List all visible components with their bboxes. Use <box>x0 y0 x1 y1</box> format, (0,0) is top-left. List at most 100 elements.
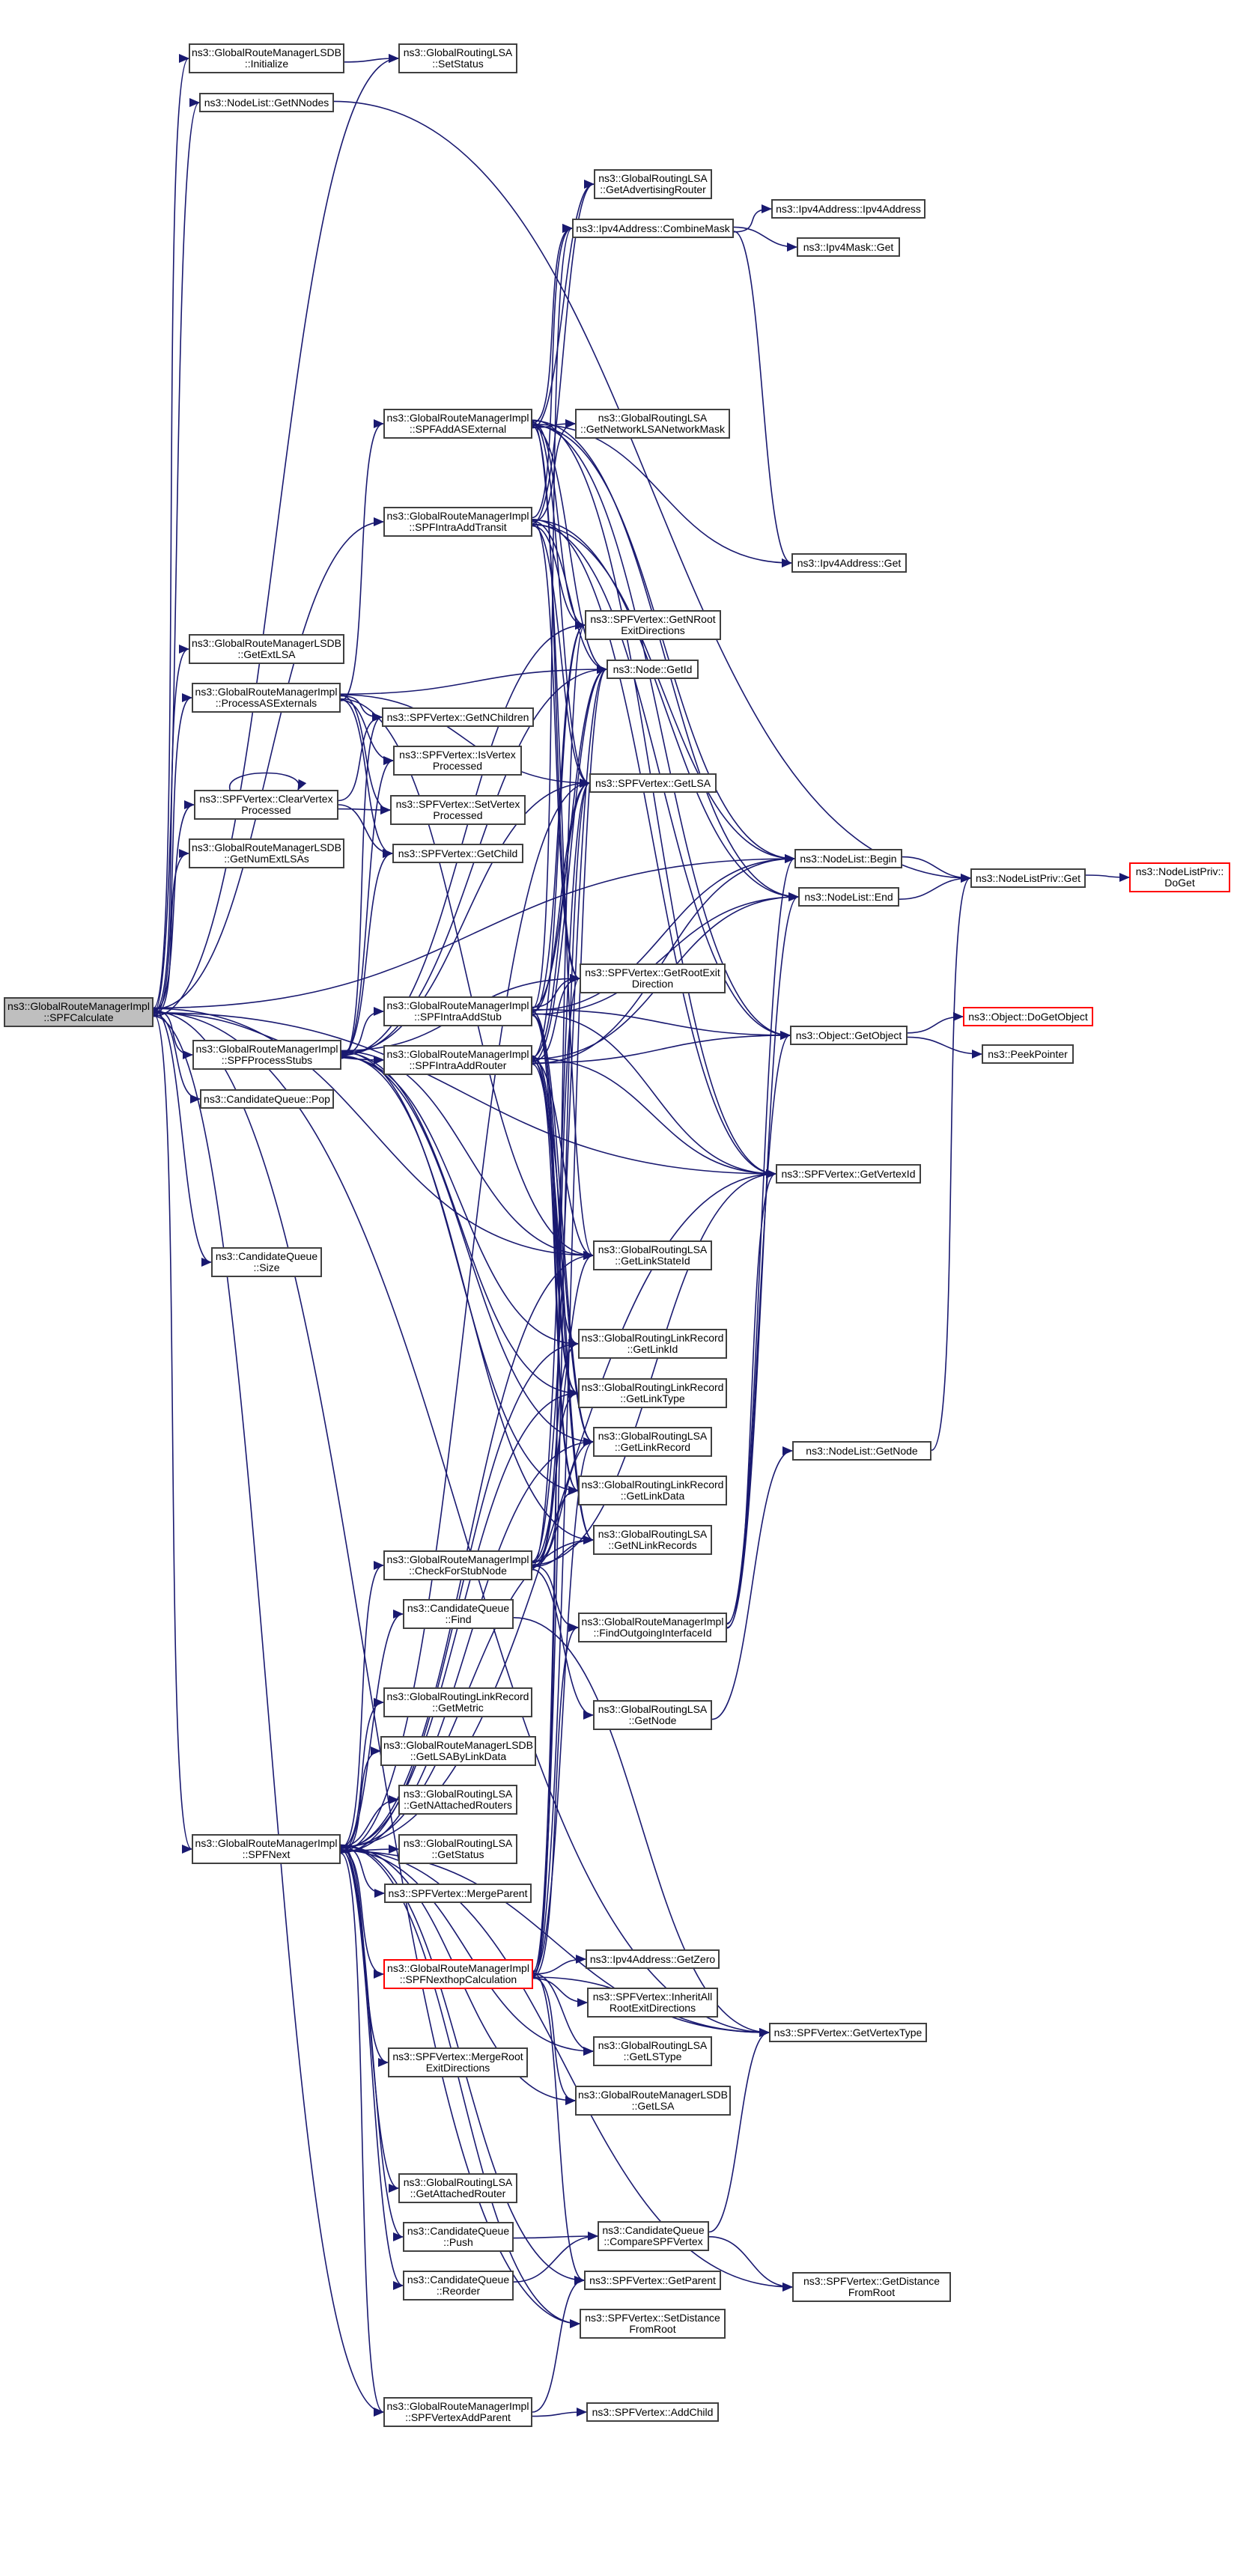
function-name-line: ::GetLSType <box>623 2050 682 2062</box>
function-node[interactable]: ns3::GlobalRouteManagerImpl::ProcessASEx… <box>192 683 341 713</box>
call-edge <box>532 1011 594 1446</box>
call-edge <box>153 800 195 1012</box>
function-node[interactable]: ns3::GlobalRouteManagerLSDB::GetExtLSA <box>189 634 344 664</box>
function-node[interactable]: ns3::SPFVertex::MergeParent <box>384 1884 532 1903</box>
function-node[interactable]: ns3::GlobalRoutingLSA::GetNAttachedRoute… <box>398 1785 517 1815</box>
function-name-line: ns3::Ipv4Address::Ipv4Address <box>776 202 921 215</box>
function-node[interactable]: ns3::GlobalRoutingLSA::GetLinkStateId <box>593 1240 712 1270</box>
function-node[interactable]: ns3::GlobalRoutingLSA::GetAdvertisingRou… <box>594 169 712 199</box>
call-edge <box>726 854 795 1625</box>
function-name-line: ns3::GlobalRoutingLSA <box>598 1528 708 1540</box>
function-node[interactable]: ns3::SPFVertex::GetVertexType <box>769 2023 927 2042</box>
function-node[interactable]: ns3::SPFVertex::GetLSA <box>589 773 717 793</box>
function-node[interactable]: ns3::CandidateQueue::Size <box>211 1247 322 1277</box>
function-node[interactable]: ns3::SPFVertex::GetVertexId <box>776 1164 921 1184</box>
function-name-line: ::FindOutgoingInterfaceId <box>593 1627 712 1639</box>
function-node[interactable]: ns3::GlobalRouteManagerImpl::SPFIntraAdd… <box>383 1045 532 1075</box>
function-name-line: ::SPFVertexAddParent <box>405 2411 511 2423</box>
function-node[interactable]: ns3::GlobalRoutingLinkRecord::GetLinkTyp… <box>578 1378 727 1408</box>
function-node[interactable]: ns3::NodeListPriv::Get <box>970 868 1086 888</box>
call-edge <box>532 779 590 1013</box>
call-edge <box>733 204 772 233</box>
function-node[interactable]: ns3::Ipv4Address::Get <box>791 553 907 573</box>
function-node[interactable]: ns3::NodeList::GetNNodes <box>199 93 334 112</box>
function-node[interactable]: ns3::SPFVertex::GetChild <box>392 844 523 863</box>
function-node[interactable]: ns3::GlobalRoutingLinkRecord::GetMetric <box>383 1687 532 1717</box>
function-node[interactable]: ns3::GlobalRouteManagerLSDB::GetLSAByLin… <box>380 1736 536 1766</box>
function-node[interactable]: ns3::NodeList::End <box>798 887 899 907</box>
function-node[interactable]: ns3::Object::DoGetObject <box>963 1007 1093 1026</box>
function-node[interactable]: ns3::SPFVertex::GetParent <box>584 2271 721 2290</box>
function-node[interactable]: ns3::SPFVertex::GetNChildren <box>382 707 534 727</box>
function-node[interactable]: ns3::CandidateQueue::Pop <box>200 1089 334 1109</box>
root-function-node[interactable]: ns3::GlobalRouteManagerImpl::SPFCalculat… <box>4 997 154 1027</box>
call-edge <box>532 1251 594 1562</box>
function-name-line: ::GetLinkRecord <box>614 1441 691 1453</box>
function-node[interactable]: ns3::GlobalRoutingLSA::SetStatus <box>398 43 517 73</box>
call-edge <box>340 1610 404 1853</box>
function-node[interactable]: ns3::CandidateQueue::Reorder <box>403 2271 514 2301</box>
function-node[interactable]: ns3::GlobalRouteManagerImpl::FindOutgoin… <box>578 1613 727 1642</box>
function-name-line: ns3::SPFVertex::IsVertex <box>399 749 516 761</box>
function-node[interactable]: ns3::GlobalRoutingLSA::GetNetworkLSANetw… <box>575 409 730 439</box>
function-node[interactable]: ns3::Node::GetId <box>607 660 699 679</box>
function-node[interactable]: ns3::GlobalRouteManagerImpl::SPFProcessS… <box>192 1040 341 1070</box>
function-node[interactable]: ns3::NodeList::Begin <box>794 849 902 868</box>
function-node[interactable]: ns3::GlobalRoutingLinkRecord::GetLinkId <box>578 1329 727 1359</box>
function-node[interactable]: ns3::GlobalRouteManagerLSDB::GetLSA <box>575 2086 731 2116</box>
function-name-line: ns3::GlobalRouteManagerImpl <box>195 1837 338 1849</box>
function-node[interactable]: ns3::CandidateQueue::Push <box>403 2222 514 2252</box>
function-node[interactable]: ns3::GlobalRouteManagerImpl::SPFNext <box>192 1834 341 1864</box>
function-node[interactable]: ns3::CandidateQueue::Find <box>403 1599 514 1629</box>
call-edge <box>340 1437 594 1853</box>
function-node[interactable]: ns3::GlobalRoutingLSA::GetNode <box>593 1700 712 1730</box>
function-node[interactable]: ns3::Ipv4Mask::Get <box>797 237 900 257</box>
function-node[interactable]: ns3::GlobalRouteManagerImpl::SPFAddASExt… <box>383 409 532 439</box>
function-node[interactable]: ns3::SPFVertex::AddChild <box>586 2402 719 2422</box>
function-name-line: ns3::NodeListPriv::Get <box>975 871 1081 884</box>
function-node[interactable]: ns3::GlobalRoutingLSA::GetLinkRecord <box>593 1427 712 1457</box>
function-node[interactable]: ns3::Object::GetObject <box>790 1026 908 1045</box>
function-name-line: ns3::GlobalRoutingLinkRecord <box>581 1479 724 1491</box>
function-name-line: ::SPFIntraAddTransit <box>409 521 507 533</box>
function-node[interactable]: ns3::GlobalRouteManagerImpl::SPFVertexAd… <box>383 2397 532 2427</box>
function-node[interactable]: ns3::PeekPointer <box>982 1044 1074 1064</box>
function-name-line: ::SPFIntraAddRouter <box>409 1059 507 1071</box>
call-edge <box>532 520 580 983</box>
function-node[interactable]: ns3::CandidateQueue::CompareSPFVertex <box>598 2221 709 2251</box>
function-name-line: ::Reorder <box>436 2285 481 2297</box>
function-name-line: ns3::GlobalRouteManagerImpl <box>386 999 529 1011</box>
function-node[interactable]: ns3::GlobalRoutingLSA::GetNLinkRecords <box>593 1525 712 1555</box>
function-node[interactable]: ns3::GlobalRoutingLinkRecord::GetLinkDat… <box>578 1476 727 1505</box>
call-edge <box>153 54 189 1009</box>
call-edge <box>532 419 776 1178</box>
function-node[interactable]: ns3::GlobalRouteManagerImpl::SPFIntraAdd… <box>383 996 532 1026</box>
function-node[interactable]: ns3::GlobalRoutingLSA::GetLSType <box>593 2036 712 2066</box>
function-node[interactable]: ns3::GlobalRouteManagerImpl::CheckForStu… <box>383 1550 532 1580</box>
function-node[interactable]: ns3::Ipv4Address::CombineMask <box>572 219 734 238</box>
function-node[interactable]: ns3::Ipv4Address::Ipv4Address <box>771 199 925 219</box>
function-node[interactable]: ns3::GlobalRouteManagerImpl::SPFNexthopC… <box>383 1959 533 1989</box>
function-node[interactable]: ns3::NodeList::GetNode <box>792 1441 931 1461</box>
function-node[interactable]: ns3::GlobalRoutingLSA::GetAttachedRouter <box>398 2173 517 2203</box>
function-node[interactable]: ns3::Ipv4Address::GetZero <box>586 1949 720 1969</box>
call-edge <box>532 1977 588 2007</box>
function-node[interactable]: ns3::GlobalRouteManagerLSDB::Initialize <box>189 43 344 73</box>
function-node[interactable]: ns3::GlobalRoutingLSA::GetStatus <box>398 1834 517 1864</box>
call-edge <box>341 756 394 1059</box>
function-node[interactable]: ns3::GlobalRouteManagerLSDB::GetNumExtLS… <box>189 838 344 868</box>
function-name-line: ns3::GlobalRouteManagerLSDB <box>577 2089 728 2101</box>
call-edge <box>153 849 189 1016</box>
function-node[interactable]: ns3::GlobalRouteManagerImpl::SPFIntraAdd… <box>383 507 532 537</box>
function-node[interactable]: ns3::NodeListPriv::DoGet <box>1129 862 1230 892</box>
